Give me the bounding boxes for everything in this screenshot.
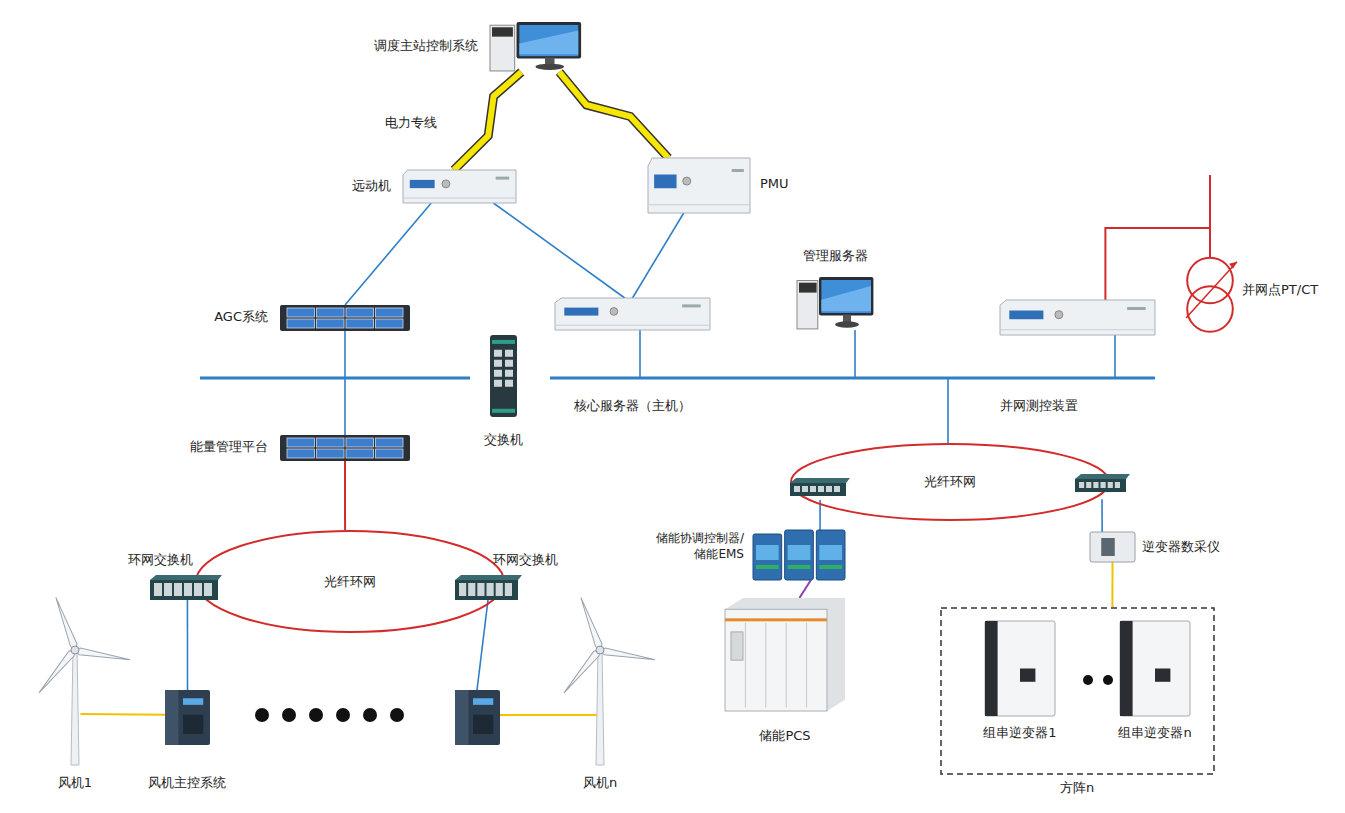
cable-link — [345, 331, 346, 435]
cable-link — [345, 461, 346, 530]
yellow-cable — [500, 714, 600, 716]
device-node: 储能协调控制器/储能EMS — [752, 530, 847, 580]
rack-icon — [1000, 300, 1155, 335]
device-label: 远动机 — [352, 178, 391, 194]
drop-line — [1114, 335, 1116, 378]
server-icon — [280, 305, 410, 331]
device-node: 管理服务器 — [795, 275, 875, 330]
cable-link — [1112, 562, 1113, 607]
fiber-ring: 光纤环网 — [790, 443, 1110, 521]
device-label: PMU — [760, 176, 789, 192]
device-label: 交换机 — [484, 432, 523, 448]
device-node: 并网点PT/CT — [1180, 258, 1240, 333]
device-node: 储能PCS — [725, 598, 845, 711]
device-label: AGC系统 — [214, 309, 268, 325]
wireless-link — [454, 72, 521, 170]
server-icon — [280, 435, 410, 461]
device-label: 方阵n — [1060, 780, 1094, 796]
device-label: 组串逆变器n — [1118, 725, 1191, 741]
device-label: 核心服务器（主机） — [574, 398, 691, 414]
cable-link — [799, 580, 811, 598]
device-label: 调度主站控制系统 — [374, 38, 478, 54]
hswitch-icon — [150, 575, 222, 600]
device-node: 并网测控装置 — [1000, 300, 1155, 335]
turbine-icon — [20, 595, 130, 765]
inv-icon — [1120, 621, 1190, 716]
grid-line — [1209, 175, 1211, 228]
ellipsis-dots — [255, 675, 1113, 722]
device-node: 远动机 — [403, 170, 516, 203]
device-node: 环网交换机 — [150, 575, 222, 600]
ctrl-icon — [165, 690, 210, 745]
device-label: 光纤环网 — [924, 474, 976, 490]
device-node: 方阵n组串逆变器1组串逆变器n — [940, 607, 1215, 775]
device-label: 并网点PT/CT — [1242, 282, 1318, 298]
device-node: 风机1 — [20, 595, 130, 765]
device-node: 组串逆变器1 — [985, 621, 1055, 716]
cable-link — [345, 203, 431, 305]
device-node: 核心服务器（主机） — [555, 298, 710, 330]
device-label: 风机n — [583, 775, 617, 791]
ems-icon — [752, 530, 847, 580]
device-label: 光纤环网 — [324, 574, 376, 590]
device-node: AGC系统 — [280, 305, 410, 331]
device-label: 并网测控装置 — [1000, 398, 1078, 414]
device-node: 环网交换机 — [455, 575, 522, 600]
rack-icon — [648, 158, 750, 213]
cable-link — [1102, 499, 1103, 532]
device-node: 调度主站控制系统 — [488, 20, 583, 72]
cable-link — [187, 600, 188, 690]
device-label: 逆变器数采仪 — [1142, 539, 1220, 555]
drop-line — [947, 378, 949, 443]
device-label: 管理服务器 — [803, 248, 868, 264]
turbine-controller — [455, 690, 500, 745]
drop-line — [854, 330, 856, 378]
link-label: 电力专线 — [385, 114, 437, 132]
wireless-link — [559, 72, 668, 158]
device-node: PMU — [648, 158, 750, 213]
dcol-icon — [1090, 532, 1135, 562]
device-label: 储能PCS — [759, 728, 810, 744]
pcs-icon — [725, 598, 845, 711]
ring-switch — [1075, 474, 1130, 492]
xfmr-icon — [1180, 258, 1240, 333]
device-label: 环网交换机 — [128, 552, 193, 568]
device-label: 能量管理平台 — [190, 439, 268, 455]
bus-line — [200, 377, 470, 380]
turbine-icon — [540, 595, 660, 765]
device-label: 组串逆变器1 — [983, 725, 1056, 741]
device-label: 风机1 — [58, 775, 92, 791]
device-node: 组串逆变器n — [1120, 621, 1190, 716]
vswitch-icon — [490, 335, 517, 417]
drop-line — [477, 600, 488, 690]
device-label: 储能协调控制器/储能EMS — [646, 530, 744, 562]
inv-icon — [985, 621, 1055, 716]
device-node: 交换机 — [490, 335, 517, 417]
device-node: 风机主控系统 — [165, 690, 210, 745]
hswitch-icon — [455, 575, 522, 600]
device-node: 风机n — [540, 595, 660, 765]
device-node: 逆变器数采仪 — [1090, 532, 1135, 562]
device-label: 环网交换机 — [493, 552, 558, 568]
rack-icon — [403, 170, 516, 203]
device-node: 能量管理平台 — [280, 435, 410, 461]
device-label: 风机主控系统 — [148, 775, 226, 791]
drop-line — [639, 330, 641, 378]
cable-link — [633, 213, 684, 298]
rack-icon — [555, 298, 710, 330]
cable-link — [81, 714, 166, 716]
pc-icon — [488, 20, 583, 72]
pc-icon — [795, 275, 875, 330]
cable-link — [493, 203, 624, 298]
